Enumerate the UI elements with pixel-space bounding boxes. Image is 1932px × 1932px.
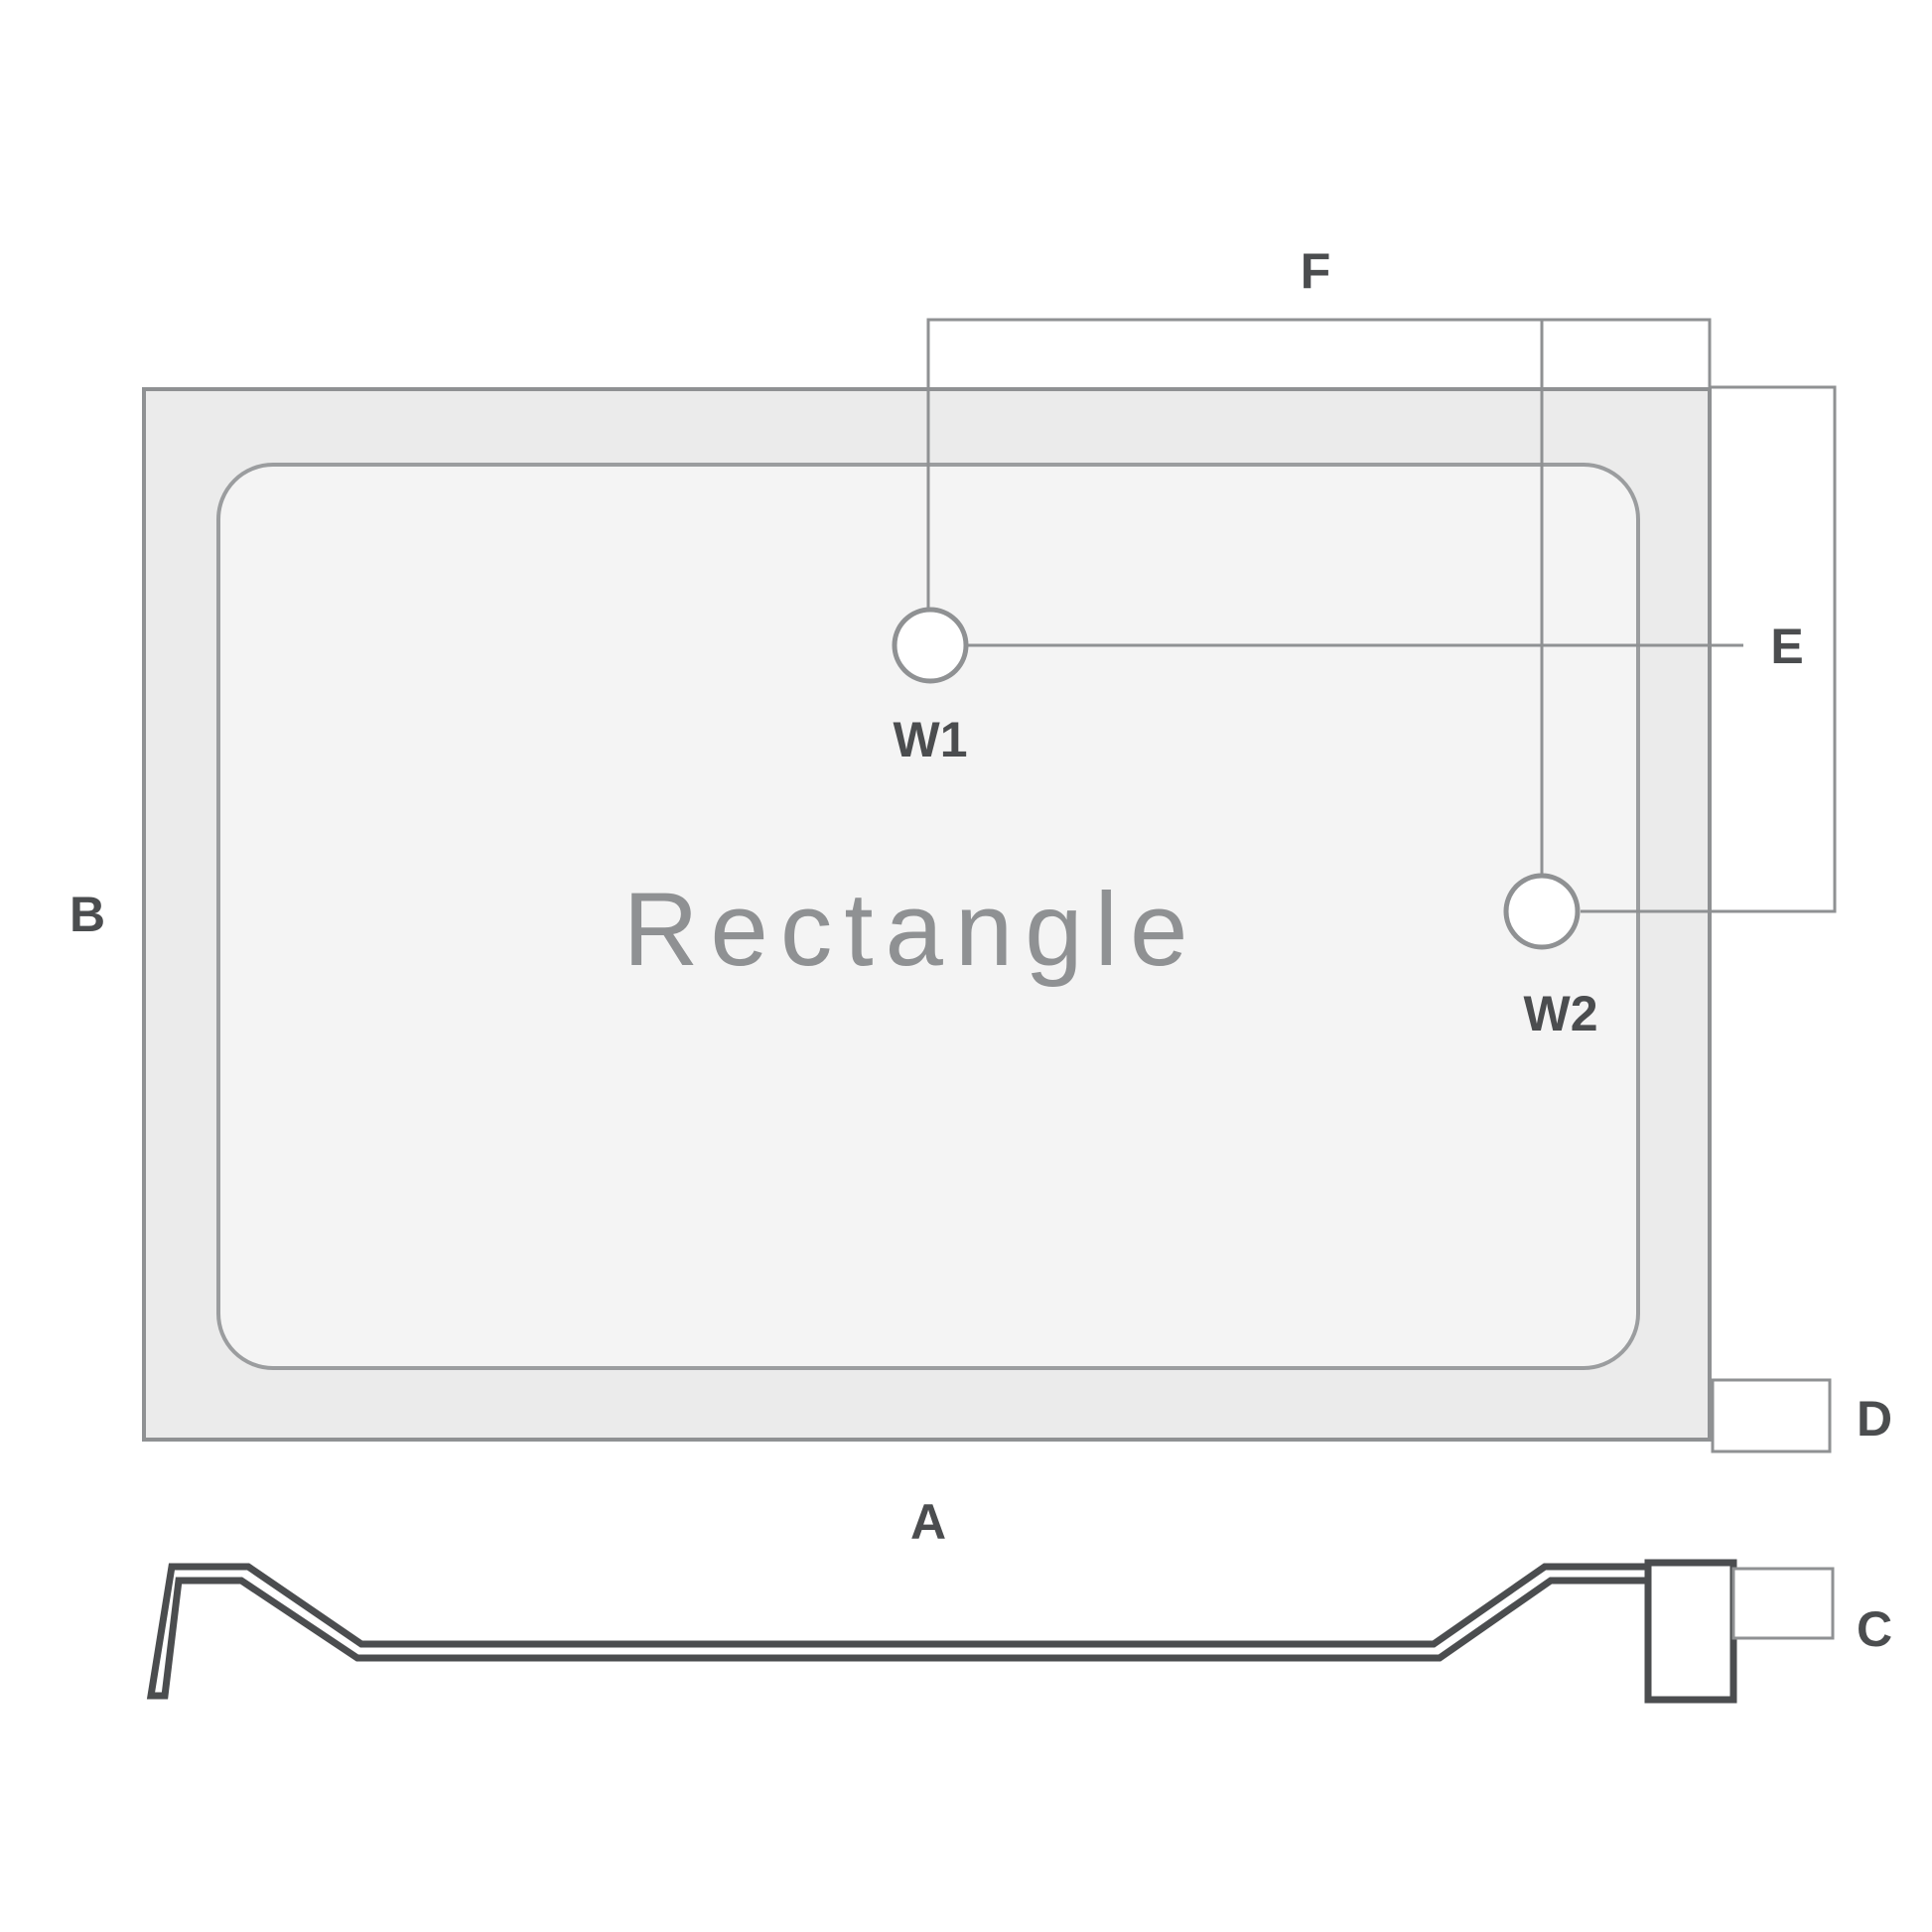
- dim-f-line: [926, 318, 1712, 609]
- dim-a-label: A: [910, 1494, 946, 1550]
- dimension-e: E: [968, 385, 1837, 913]
- profile-shell: [146, 1563, 1652, 1700]
- profile-right-edge-block: [1644, 1559, 1737, 1704]
- dim-d-label: D: [1857, 1391, 1892, 1447]
- dim-b-label: B: [69, 887, 105, 942]
- dimension-f: F: [926, 243, 1712, 876]
- dim-f-label: F: [1301, 243, 1331, 299]
- waste-w1: W1: [892, 607, 969, 767]
- dim-c-box: [1731, 1567, 1835, 1640]
- waste-w1-circle: [892, 607, 969, 684]
- shape-name-label: Rectangle: [623, 872, 1200, 988]
- dimension-c: C: [1731, 1567, 1892, 1657]
- waste-w1-label: W1: [894, 712, 968, 767]
- side-profile-view: [146, 1559, 1737, 1704]
- dim-c-label: C: [1857, 1601, 1892, 1657]
- waste-w2: W2: [1503, 873, 1598, 1041]
- waste-w2-circle: [1503, 873, 1581, 950]
- dim-e-bracket: [1581, 385, 1837, 913]
- waste-w2-label: W2: [1524, 986, 1598, 1041]
- dimension-d: D: [1711, 1378, 1892, 1453]
- dim-d-box: [1711, 1378, 1832, 1453]
- dim-e-label: E: [1770, 619, 1803, 674]
